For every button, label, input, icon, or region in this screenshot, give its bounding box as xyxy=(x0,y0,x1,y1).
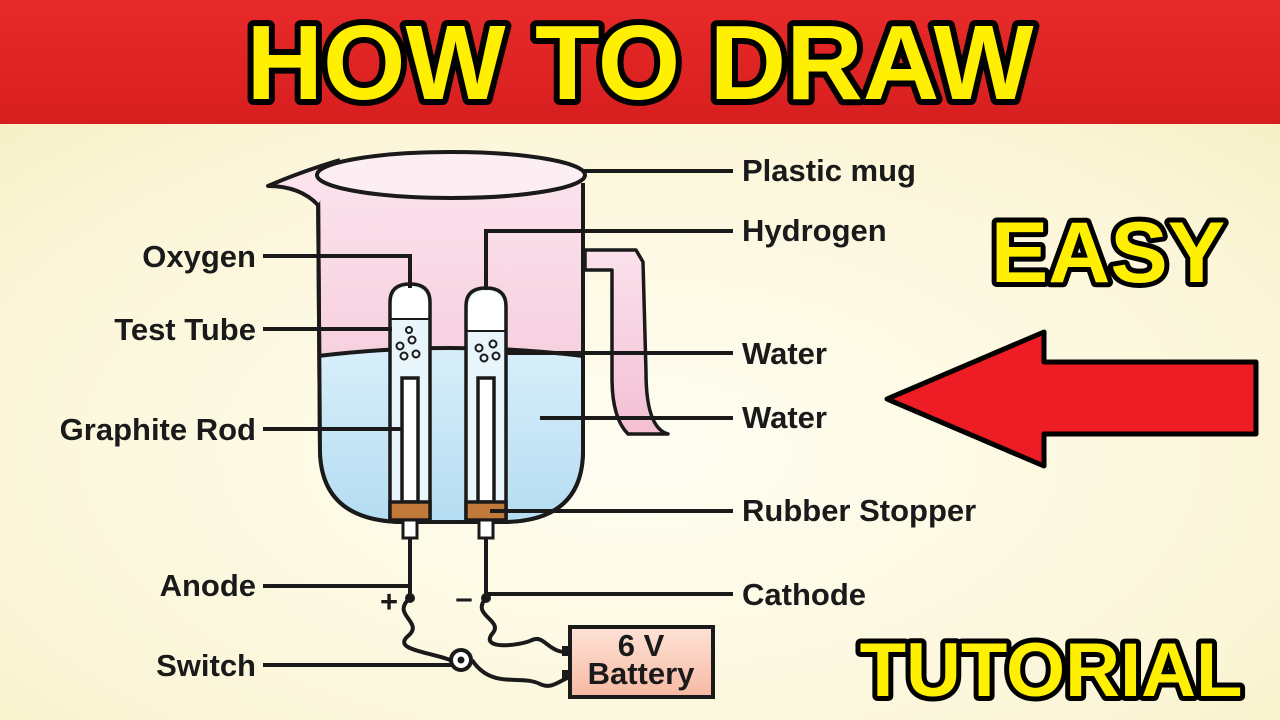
title-banner xyxy=(0,0,1280,124)
page-title: HOW TO DRAW xyxy=(246,4,1033,122)
plus-sign: + xyxy=(380,584,398,619)
label-anode: Anode xyxy=(160,568,256,603)
label-cathode: Cathode xyxy=(742,577,866,612)
pointer-arrow-icon xyxy=(884,329,1259,469)
label-oxygen: Oxygen xyxy=(142,239,256,274)
label-graphite-rod: Graphite Rod xyxy=(60,412,256,447)
mug-rim xyxy=(315,150,587,200)
mug-bottom-outline xyxy=(316,182,585,524)
wire-cathode-to-battery xyxy=(479,596,573,655)
easy-badge: EASY xyxy=(991,205,1225,301)
minus-sign: – xyxy=(455,580,472,615)
battery-voltage: 6 V xyxy=(618,628,665,663)
wire-anode-to-switch xyxy=(401,596,451,662)
label-rubber-stopper: Rubber Stopper xyxy=(742,493,976,528)
leader-oxygen xyxy=(263,254,412,288)
label-switch: Switch xyxy=(156,648,256,683)
rubber-stopper-anode xyxy=(388,500,432,522)
switch-pivot xyxy=(457,656,465,664)
anode-terminal xyxy=(401,518,419,540)
label-plastic-mug: Plastic mug xyxy=(742,153,916,188)
battery xyxy=(568,625,715,699)
label-water-2: Water xyxy=(742,400,827,435)
wire-switch-to-battery xyxy=(470,658,573,688)
tutorial-badge: TUTORIAL xyxy=(860,628,1243,713)
label-hydrogen: Hydrogen xyxy=(742,213,887,248)
label-test-tube: Test Tube xyxy=(114,312,256,347)
battery-terminal-top xyxy=(562,646,571,656)
graphite-rod-anode xyxy=(400,376,420,504)
cathode-terminal xyxy=(477,518,495,540)
water-fill xyxy=(318,348,583,522)
battery-terminal-bottom xyxy=(562,670,571,680)
label-water-1: Water xyxy=(742,336,827,371)
leader-hydrogen xyxy=(484,229,733,290)
battery-label: Battery xyxy=(588,656,696,691)
graphite-rod-cathode xyxy=(476,376,496,504)
mug-handle xyxy=(583,248,670,436)
